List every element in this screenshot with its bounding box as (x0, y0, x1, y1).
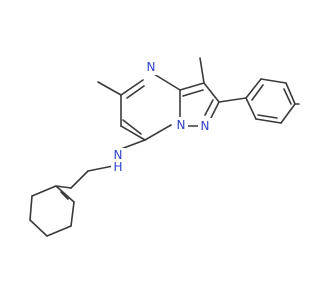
bond-cyclohexene-5 (70, 201, 75, 227)
bond-c2-n1-double (204, 99, 214, 116)
bond-aryl-3 (285, 82, 296, 105)
bond-n8-c7 (144, 124, 172, 141)
bond-c5-c6 (120, 79, 144, 96)
bond-aryl-4 (280, 103, 296, 124)
bond-aryl-1 (245, 78, 262, 99)
bond-layer (29, 57, 300, 237)
bond-c7-nh (120, 139, 146, 150)
bond-ch2-ch2 (70, 170, 89, 189)
n8-atom-label: N (177, 118, 186, 132)
bond-c7-c6-double (122, 119, 142, 135)
bond-ch2-ring (55, 185, 72, 189)
bond-c2-n1 (209, 101, 220, 121)
molecule-structure-diagram: N N N N H (29, 57, 300, 237)
n4-label-background (144, 60, 158, 75)
bond-aryl-double-3 (257, 114, 278, 119)
bond-c4a-c3-double (182, 89, 204, 97)
amine-nitrogen-label: N (114, 148, 123, 162)
bond-aryl-double-1 (251, 84, 264, 101)
bond-cyclohexene-6 (55, 185, 75, 203)
bond-c5-methyl (97, 81, 122, 96)
atom-label-layer: N N N N H (111, 60, 212, 174)
bond-cyclohexene-1 (31, 185, 57, 197)
bond-aryl-5 (255, 118, 282, 124)
bond-n4-c4a (153, 73, 181, 91)
bond-nh-ch2 (87, 165, 114, 172)
bond-cyclohexene-3 (29, 219, 48, 237)
bond-c3-methyl (199, 57, 205, 84)
n8-label-background (174, 117, 188, 132)
bond-aryl-double-2 (283, 88, 292, 105)
bond-c7-c6 (120, 125, 146, 141)
bond-c4a-c3 (179, 82, 205, 91)
bond-aryl-6 (245, 97, 257, 120)
bond-cyclohexene-2 (29, 195, 33, 221)
amine-hydrogen-label: H (113, 160, 122, 174)
bond-cyclohexene-4 (46, 225, 72, 237)
n4-atom-label: N (147, 60, 156, 74)
bond-c3-c2 (203, 82, 220, 103)
bond-cyclohexene-double (60, 191, 69, 200)
bond-aryl-2 (260, 78, 287, 84)
n1-label-background (198, 118, 212, 133)
amine-label-background (111, 148, 125, 172)
bond-c5-n4-double (126, 85, 145, 99)
n1-atom-label: N (201, 119, 210, 133)
bond-c2-aryl (218, 97, 247, 103)
